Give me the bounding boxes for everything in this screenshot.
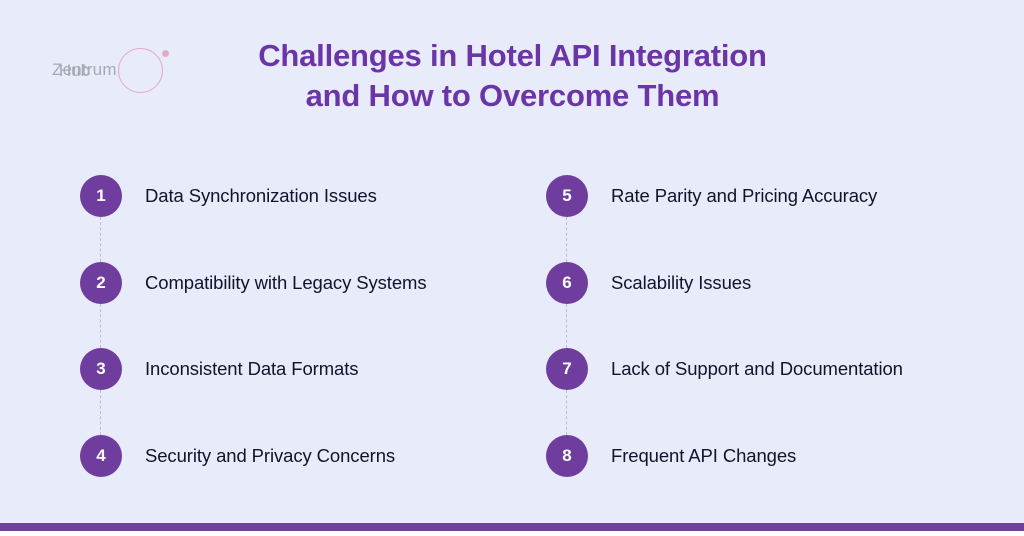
list-item-number-badge: 3 (80, 348, 122, 390)
brand-name-secondary: Hub (58, 60, 91, 80)
list-item-label: Inconsistent Data Formats (145, 358, 359, 379)
list-item-number-badge: 1 (80, 175, 122, 217)
list-item-number-badge: 4 (80, 434, 122, 477)
list-item-label: Compatibility with Legacy Systems (145, 271, 427, 293)
list-connector-line (100, 303, 101, 348)
list-item-label: Lack of Support and Documentation (611, 358, 903, 379)
list-connector-line (566, 217, 567, 262)
list-connector-line (566, 303, 567, 348)
list-item-label: Scalability Issues (611, 271, 752, 293)
list-connector-line (100, 390, 101, 435)
list-item-number-badge: 6 (546, 261, 588, 304)
footer-white-strip (0, 531, 1024, 536)
footer-accent-bar (0, 523, 1024, 531)
list-item-label: Frequent API Changes (611, 444, 797, 466)
brand-logo: Zentrum Hub (52, 48, 187, 94)
page-title-line-2: and How to Overcome Them (305, 78, 720, 113)
page-title-line-1: Challenges in Hotel API Integration (258, 38, 767, 73)
list-item-number-badge: 5 (546, 175, 588, 217)
page-title: Challenges in Hotel API Integration and … (190, 36, 835, 116)
brand-logo-dot-icon (162, 50, 169, 57)
list-item-number-badge: 8 (546, 434, 588, 477)
list-item-label: Rate Parity and Pricing Accuracy (611, 185, 878, 206)
brand-name-primary: Zentrum (52, 60, 117, 79)
brand-logo-ring-icon (118, 48, 163, 93)
list-item-label: Security and Privacy Concerns (145, 444, 396, 466)
list-connector-line (566, 390, 567, 435)
list-item-number-badge: 7 (546, 348, 588, 390)
list-item-number-badge: 2 (80, 261, 122, 304)
list-connector-line (100, 217, 101, 262)
list-item-label: Data Synchronization Issues (145, 185, 377, 206)
